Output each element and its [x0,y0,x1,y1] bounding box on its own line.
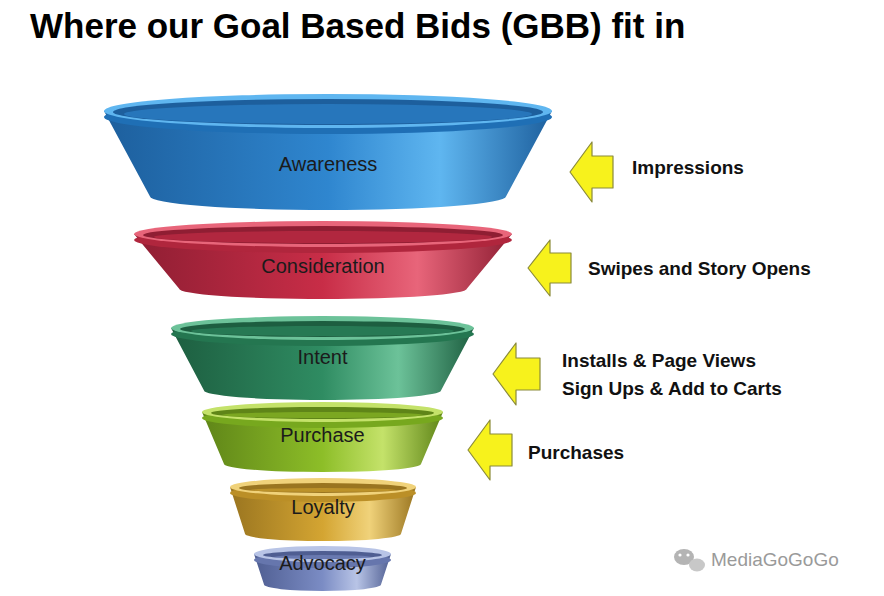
band-label: Intent [171,346,474,369]
callout-text: Purchases [528,442,624,464]
funnel-band: Intent [171,316,474,400]
callout-arrow [570,142,613,202]
band-shape [104,94,552,210]
band-label: Purchase [202,424,443,447]
callout-text: Impressions [632,157,744,179]
watermark: MediaGoGoGo [711,549,839,571]
watermark-icon [674,549,705,572]
band-label: Consideration [134,255,512,278]
funnel-band: Loyalty [230,478,416,541]
callout-arrow [468,420,512,480]
funnel-band: Consideration [134,221,512,299]
funnel-band: Purchase [202,402,443,472]
callout-arrow [493,343,540,405]
callout-text: Swipes and Story Opens [588,258,811,280]
callout-text: Installs & Page Views [562,350,756,372]
band-label: Awareness [104,153,552,176]
band-label: Advocacy [254,552,391,575]
title: Where our Goal Based Bids (GBB) fit in [30,6,685,46]
callout-text: Sign Ups & Add to Carts [562,378,782,400]
funnel-band: Awareness [104,94,552,210]
callout-arrow [528,240,571,296]
band-label: Loyalty [230,496,416,519]
funnel-band: Advocacy [254,546,391,591]
